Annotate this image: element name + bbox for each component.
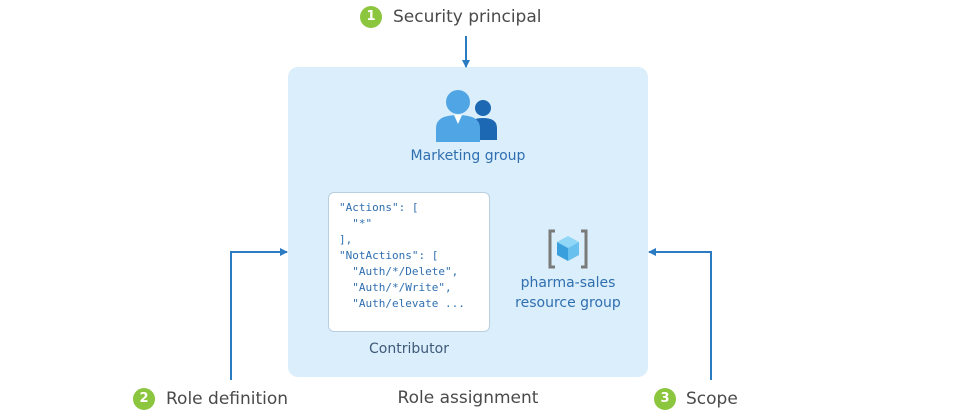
principal-label: Marketing group [410, 148, 526, 164]
code-line: "Actions": [ [339, 201, 419, 214]
code-line: "Auth/*/Delete", [339, 265, 459, 278]
code-line: "*" [339, 217, 373, 230]
role-definition-arrow [230, 248, 288, 380]
resource-group-icon [548, 229, 588, 269]
scope-label-line1: pharma-sales [520, 275, 616, 291]
scope-arrow [648, 248, 712, 380]
role-definition-code: "Actions": [ "*" ], "NotActions": [ "Aut… [328, 192, 490, 332]
role-definition-label: Role definition [166, 389, 289, 409]
security-principal-label: Security principal [393, 7, 542, 27]
scope-step-label: Scope [686, 389, 738, 409]
code-line: "Auth/*/Write", [339, 281, 452, 294]
step-1-badge: 1 [360, 6, 382, 28]
role-name-label: Contributor [369, 341, 449, 357]
code-line: ], [339, 233, 353, 246]
role-assignment-label: Role assignment [397, 388, 539, 408]
step-2-badge: 2 [133, 388, 155, 410]
scope-label-line2: resource group [515, 295, 621, 311]
step-3-badge: 3 [654, 388, 676, 410]
scope-label: pharma-sales resource group [506, 273, 630, 313]
code-line: "Auth/elevate ... [339, 297, 465, 310]
user-group-icon [436, 90, 497, 142]
code-line: "NotActions": [ [339, 249, 439, 262]
